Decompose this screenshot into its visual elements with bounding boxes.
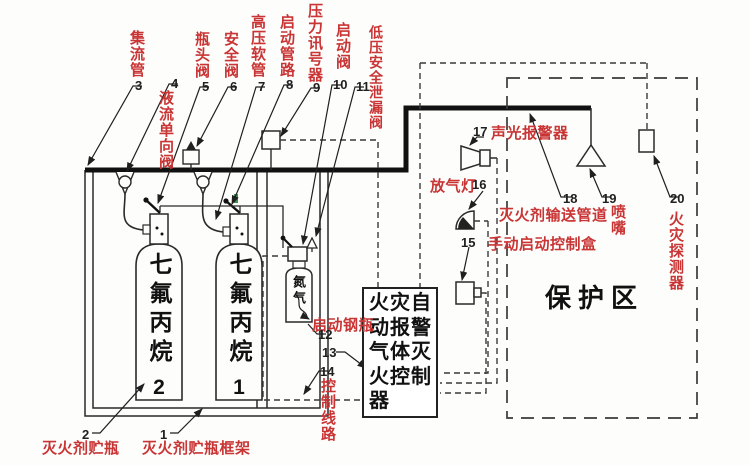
callout-9-number: 9 — [313, 80, 321, 95]
label-fire-detector: 火灾探测器 — [667, 211, 684, 291]
agent-cylinders — [135, 243, 263, 401]
label-control-line: 控制线路 — [319, 378, 336, 442]
cylinder-left-number: 2 — [153, 376, 165, 399]
label-manual-start-box: 手动启动控制盒 — [488, 236, 597, 253]
gas-release-lamp — [455, 210, 475, 230]
label-relief-valve: 低压安全泄漏阀 — [368, 25, 384, 130]
label-sound-light-alarm: 声光报警器 — [491, 125, 569, 142]
callout-13-number: 13 — [322, 345, 337, 360]
fire-detector — [638, 129, 655, 153]
fire-alarm-controller: 火灾自 动报警 气体灭 火控制 器 — [362, 287, 438, 418]
high-pressure-hoses — [123, 193, 224, 233]
callout-14-number: 14 — [320, 364, 335, 379]
label-pressure-signal: 压力讯号器 — [306, 3, 323, 83]
label-safety-valve: 安全阀 — [222, 31, 239, 79]
callout-leaders — [87, 83, 679, 434]
label-cylinder-frame: 灭火剂贮瓶框架 — [142, 440, 251, 457]
label-gas-release-lamp: 放气灯 — [430, 178, 477, 195]
controller-text-line: 气体灭 — [369, 341, 432, 364]
callout-1-number: 1 — [160, 427, 168, 442]
control-wiring — [262, 62, 648, 401]
cylinder-right-number: 1 — [233, 376, 245, 399]
label-one-way-valve: 液流单向阀 — [157, 90, 174, 170]
starter-gas-text: 氮气 — [291, 275, 306, 307]
callout-12-number: 12 — [318, 327, 333, 342]
callout-17-number: 17 — [473, 124, 488, 139]
callout-6-number: 6 — [230, 79, 238, 94]
label-nozzle: 喷嘴 — [609, 204, 626, 236]
callout-3-number: 3 — [135, 78, 143, 93]
cylinder-left-text: 七氟丙烷 — [146, 252, 172, 368]
label-starting-valve: 启动阀 — [334, 22, 351, 70]
label-hp-hose: 高压软管 — [249, 14, 266, 78]
starting-valve — [287, 246, 308, 262]
agent-delivery-pipe — [85, 105, 591, 173]
label-delivery-pipe: 灭火剂输送管道 — [499, 207, 608, 224]
callout-15-number: 15 — [461, 235, 476, 250]
callout-5-number: 5 — [202, 79, 210, 94]
callout-10-number: 10 — [333, 77, 348, 92]
callout-20-number: 20 — [670, 191, 685, 206]
controller-text-line: 火灾自 — [369, 292, 432, 315]
protected-zone-boundary — [506, 77, 698, 419]
controller-text-line: 动报警 — [369, 316, 432, 339]
label-starter-cylinder: 启动钢瓶 — [312, 317, 375, 334]
callout-2-number: 2 — [82, 427, 90, 442]
label-bottle-head-valve: 瓶头阀 — [193, 31, 210, 79]
callout-16-number: 16 — [472, 177, 487, 192]
label-starting-pipeline: 启动管路 — [278, 14, 295, 78]
callout-7-number: 7 — [258, 79, 266, 94]
sound-light-alarm — [460, 144, 497, 172]
one-way-valves — [115, 171, 213, 196]
manual-start-box — [455, 281, 482, 305]
callout-18-number: 18 — [563, 191, 578, 206]
nozzle — [575, 108, 607, 167]
controller-text-line: 火控制 — [369, 365, 432, 388]
callout-11-number: 11 — [356, 79, 370, 94]
cylinder-right-text: 七氟丙烷 — [226, 252, 252, 368]
bottle-head-valves — [142, 194, 249, 245]
pressure-signal-device — [261, 130, 281, 170]
label-collector-pipe: 集流管 — [128, 30, 145, 78]
callout-4-number: 4 — [171, 76, 179, 91]
low-pressure-relief-valve — [305, 236, 319, 252]
safety-valve — [182, 141, 200, 170]
callout-8-number: 8 — [286, 77, 294, 92]
protected-zone-caption: 保护区 — [545, 283, 645, 313]
label-agent-cylinder: 灭火剂贮瓶 — [42, 440, 120, 457]
starting-pipeline — [159, 205, 284, 248]
controller-text-line: 器 — [369, 390, 390, 413]
callout-19-number: 19 — [602, 191, 617, 206]
starter-cylinder — [280, 235, 319, 323]
